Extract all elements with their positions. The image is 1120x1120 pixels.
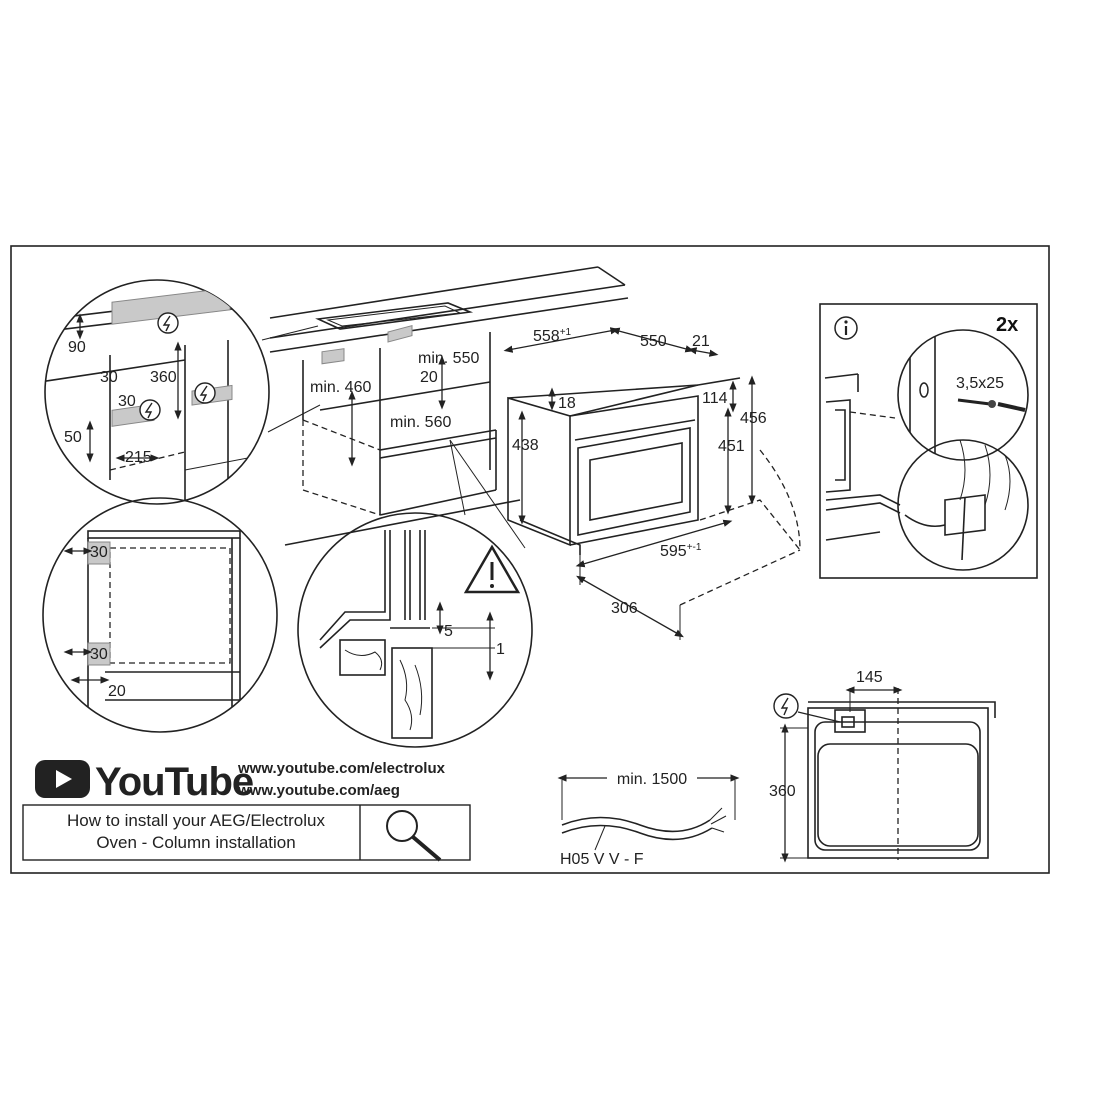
kitchen-cabinet-perspective	[269, 266, 629, 546]
youtube-logo-text: YouTube	[95, 760, 253, 804]
front-bottom-gap-label: 30	[90, 646, 108, 663]
electric-hazard-icon	[139, 399, 161, 421]
electric-hazard-icon	[157, 312, 179, 334]
oven-height-451-label: 451	[718, 438, 745, 455]
cable-sketch	[557, 774, 740, 851]
youtube-url-electrolux[interactable]: www.youtube.com/electrolux	[237, 760, 446, 777]
oven-height-438-label: 438	[512, 437, 539, 454]
cabinet-top-offset-label: 30	[100, 369, 118, 386]
socket-height-label: 360	[769, 783, 796, 800]
cable-type-label: H05 V V - F	[560, 851, 644, 868]
cabinet-bottom-height-label: 50	[64, 429, 82, 446]
electric-hazard-icon	[194, 382, 216, 404]
warning-icon	[463, 544, 521, 594]
niche-min-width-label: min. 560	[390, 414, 451, 431]
detail-circle-front-view	[42, 497, 278, 733]
niche-gap-label: 20	[420, 369, 438, 386]
info-icon	[834, 316, 858, 340]
front-top-gap-label: 30	[90, 544, 108, 561]
youtube-logo[interactable]: YouTube	[35, 760, 254, 804]
youtube-url-aeg[interactable]: www.youtube.com/aeg	[237, 782, 400, 799]
cabinet-side-offset-label: 30	[118, 393, 136, 410]
socket-width-label: 145	[856, 669, 883, 686]
fixing-panel	[819, 303, 1038, 579]
front-side-gap-label: 20	[108, 683, 126, 700]
cabinet-socket-height-label: 360	[150, 369, 177, 386]
outer-frame	[10, 245, 1050, 874]
oven-height-456-label: 456	[740, 410, 767, 427]
caption-box	[22, 804, 471, 861]
socket-front-view	[780, 688, 996, 860]
magnifier-icon[interactable]	[386, 810, 442, 862]
cabinet-width-label: 215	[125, 449, 152, 466]
electric-hazard-icon	[773, 693, 841, 723]
fixing-count-label: 2x	[996, 314, 1018, 336]
screw-detail-circle	[897, 329, 1029, 461]
caption-line-2: Oven - Column installation	[96, 833, 295, 852]
oven-height-114-label: 114	[702, 390, 728, 407]
detail-circle-top-left	[44, 279, 270, 505]
door-gap-1-label: 1	[496, 641, 505, 658]
detail-circle-door-gap	[297, 512, 533, 748]
oven-panel-label: 21	[692, 333, 710, 350]
oven-depth-306-label: 306	[611, 600, 638, 617]
cabinet-top-clearance-label: 90	[68, 339, 86, 356]
screw-size-label: 3,5x25	[956, 375, 1004, 392]
oven-front-width-label: 595+-1	[660, 542, 702, 560]
niche-min-depth-label: min. 550	[418, 350, 479, 367]
bracket-detail-circle	[897, 439, 1029, 571]
caption-line-1: How to install your AEG/Electrolux	[67, 811, 325, 830]
oven-depth-label: 550	[640, 333, 667, 350]
niche-min-height-label: min. 460	[310, 379, 371, 396]
oven-top-offset-label: 18	[558, 395, 576, 412]
oven-width-label: 558+1	[533, 327, 572, 345]
door-gap-5-label: 5	[444, 623, 453, 640]
cable-min-length-label: min. 1500	[617, 771, 687, 788]
oven-side-sketch	[824, 373, 901, 541]
screw-icon	[919, 382, 1026, 412]
